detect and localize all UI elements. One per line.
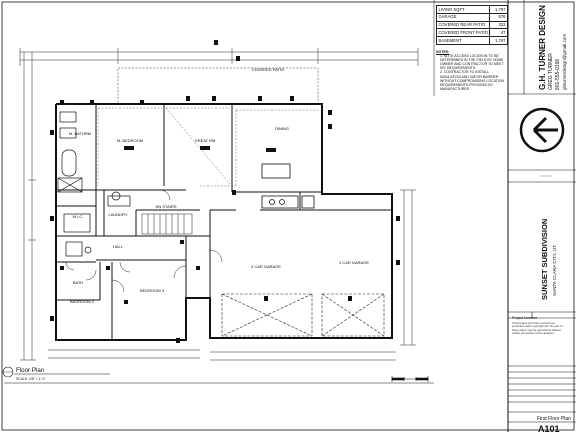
project-number-label: Project Number [512,316,537,320]
copyright-note: These plans and their contents are prote… [512,321,563,335]
project-location: SANTA CLARA CITY, UT [552,245,557,296]
door-swings [65,189,223,293]
plan-title: Floor Plan [16,367,45,374]
notes-title: NOTES: [436,50,450,54]
room-label-stairs: DN STAIRS [155,204,176,209]
sheet-title: First Floor Plan [537,416,571,422]
room-label-closet: W.I.C. [73,214,84,219]
plan-title-marker: Floor Plan SCALE: 1/8" = 1'-0" [2,366,110,381]
firm-logo [519,107,565,153]
area-value: 1,797 [489,36,508,45]
room-label-bath2: BATH [73,280,83,285]
area-label: COVERED REAR PATIO [435,20,491,30]
note-item: 1. NOTE ACCESS LOCATION TO BE DETERMINED… [440,54,504,71]
garage-doors [221,293,385,337]
kitchen-fixtures [261,163,315,209]
area-label: COVERED FRONT PATIO [435,28,491,38]
sheet-number: A101 [538,424,560,434]
plan-scale: SCALE: 1/8" = 1'-0" [16,377,46,381]
symbols [50,40,400,343]
general-notes: NOTES: 1. NOTE ACCESS LOCATION TO BE DET… [436,50,506,91]
room-label-hall: HALL [113,244,124,249]
area-value: 47 [489,28,508,38]
area-value: 322 [489,20,508,30]
room-label-living: GREAT RM [195,138,216,143]
room-label-garage1: 1 CAR GARAGE [339,260,369,265]
firm-email: ghturnerdesign@gmail.com [562,33,567,90]
exterior-walls [55,103,393,341]
room-label-bath: M. BATHRM [69,131,91,136]
note-item: 2. CONTRACTOR TO INSTALL INSULATION AND … [440,70,505,91]
area-value: 876 [489,12,508,22]
project-name: SUNSET SUBDIVISION [540,218,549,300]
area-value: 1,797 [489,5,508,14]
covered-patio-outline [117,67,319,105]
firm-name: G.H. TURNER DESIGN [538,5,547,90]
firm-phone: 801-555-0196 [555,58,561,90]
room-labels: COVERED PATIO M. BEDROOM GREAT RM DINING… [69,67,369,304]
ceiling-lines [97,107,318,187]
bath-fixtures [57,111,131,257]
room-label-bedroom2: BEDROOM 2 [70,299,95,304]
room-label-dining: DINING [275,126,289,131]
title-block-lines [508,0,576,423]
interior-walls [56,104,392,340]
room-label-bedroom3: BEDROOM 3 [140,288,165,293]
room-label-laundry: LAUNDRY [108,212,127,217]
firm-person: GREG TURNER [548,53,554,90]
area-label: BASEMENT [435,36,491,45]
room-label-bedroom1: M. BEDROOM [117,138,143,143]
scale-bar [391,376,429,382]
stairs [141,213,193,235]
dimension-lines [19,48,419,361]
area-label: LIVING SQFT [435,5,491,14]
room-label-patio: COVERED PATIO [252,67,284,72]
area-label: GARAGE [435,12,491,22]
room-label-garage3: 3 CAR GARAGE [251,264,281,269]
